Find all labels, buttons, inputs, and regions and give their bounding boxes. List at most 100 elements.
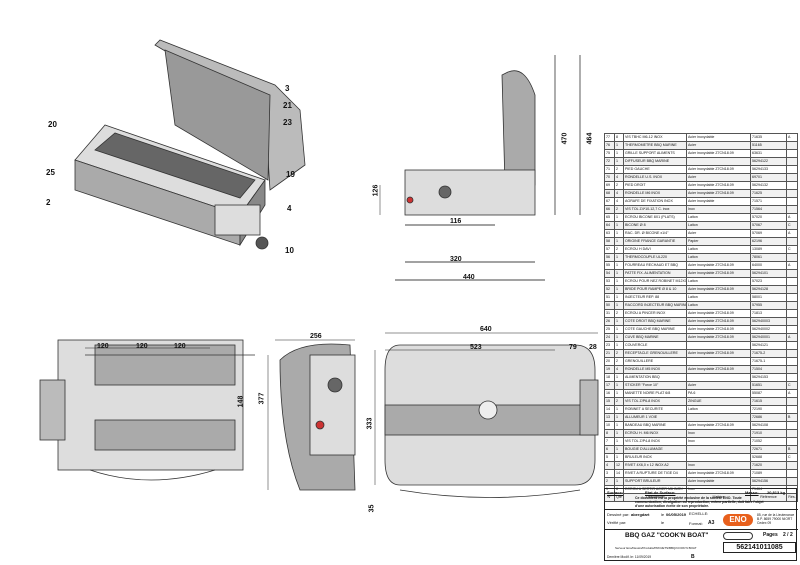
part-number: 10 [604, 421, 615, 430]
description: RACCORD INJECTEUR BBQ MARINE [623, 301, 687, 310]
revision [786, 429, 798, 438]
material: Acier inoxydable Z7CN18.09 [686, 181, 751, 190]
description: BANDEAU BBQ MARINE [623, 421, 687, 430]
part-number: 3 [604, 469, 615, 478]
reference: 71625 [750, 189, 787, 198]
description: STICKER "Force 10" [623, 381, 687, 390]
material: Acier inoxydable Z7CN18.09 [686, 365, 751, 374]
quantity: 1 [614, 157, 624, 166]
part-number: 7 [604, 437, 615, 446]
company-address: 85, rue de la Lieutenance B.P. 8659 7900… [757, 513, 795, 525]
description: COTE GAUCHE BBQ MARINE [623, 325, 687, 334]
revision [786, 149, 798, 158]
description: RONDELLE M5 INOX [623, 365, 687, 374]
material: Laiton [686, 253, 751, 262]
quantity: 1 [614, 413, 624, 422]
front-view-large [384, 344, 599, 498]
part-number: 2 [604, 477, 615, 486]
part-number: 67 [604, 197, 615, 206]
part-number: 55 [604, 261, 615, 270]
material: Acier inoxydable Z7CN18.09 [686, 285, 751, 294]
revision [786, 269, 798, 278]
quantity: 1 [614, 237, 624, 246]
reference: 13089 [750, 245, 787, 254]
reference: 56294101 [750, 269, 787, 278]
quantity: 4 [614, 189, 624, 198]
dim-35: 35 [368, 504, 376, 513]
material [686, 373, 751, 382]
revision [786, 341, 798, 350]
revision [786, 285, 798, 294]
revision [786, 477, 798, 486]
description: VIS TBHC M6-12 INOX [623, 133, 687, 142]
quantity: 2 [614, 165, 624, 174]
balloon-3: 3 [285, 84, 290, 93]
quantity: 1 [614, 333, 624, 342]
quantity: 1 [614, 301, 624, 310]
reference: 71675-2 [750, 349, 787, 358]
material: Laiton [686, 221, 751, 230]
description: BICONE Ø 8 [623, 221, 687, 230]
revision [786, 405, 798, 414]
material: Acier inoxydable [686, 477, 751, 486]
part-number: 75 [604, 149, 615, 158]
description: AGRAFE DE FIXATION INOX [623, 197, 687, 206]
material [686, 341, 751, 350]
revision [786, 469, 798, 478]
description: BRULEUR INOX [623, 453, 687, 462]
part-number: 13 [604, 413, 615, 422]
reference: 55087 [750, 389, 787, 398]
reference: 71620 [750, 461, 787, 470]
part-number: 18 [604, 373, 615, 382]
pages-value: 2 / 2 [783, 532, 793, 538]
part-number: 19 [604, 365, 615, 374]
material: Laiton [686, 277, 751, 286]
revision [786, 165, 798, 174]
revision: C [786, 453, 798, 462]
quantity: 1 [614, 429, 624, 438]
isometric-view [74, 39, 306, 250]
part-number: 25 [604, 325, 615, 334]
reference: 64000 [750, 261, 787, 270]
quantity: 4 [614, 173, 624, 182]
quantity: 8 [614, 133, 624, 142]
reference: 57067 [750, 221, 787, 230]
material: Acier inoxydable Z7CN18.09 [686, 421, 751, 430]
part-number: 4 [604, 461, 615, 470]
quantity: 1 [614, 325, 624, 334]
description: VIS TOL Z/P4-8 INOX [623, 437, 687, 446]
quantity: 1 [614, 269, 624, 278]
revision [786, 173, 798, 182]
revision [786, 237, 798, 246]
reference: 57069 [750, 229, 787, 238]
material [686, 157, 751, 166]
reference: 56294122 [750, 157, 787, 166]
date-label: le [661, 512, 665, 517]
reference: 56294121 [750, 341, 787, 350]
material [686, 413, 751, 422]
material [686, 453, 751, 462]
part-number: 14 [604, 405, 615, 414]
revision [786, 365, 798, 374]
part-number: 26 [604, 317, 615, 326]
front-view [39, 339, 255, 481]
description: ROBINET A SECURITE [623, 405, 687, 414]
quantity: 1 [614, 381, 624, 390]
part-number: 65 [604, 213, 615, 222]
revision [786, 461, 798, 470]
